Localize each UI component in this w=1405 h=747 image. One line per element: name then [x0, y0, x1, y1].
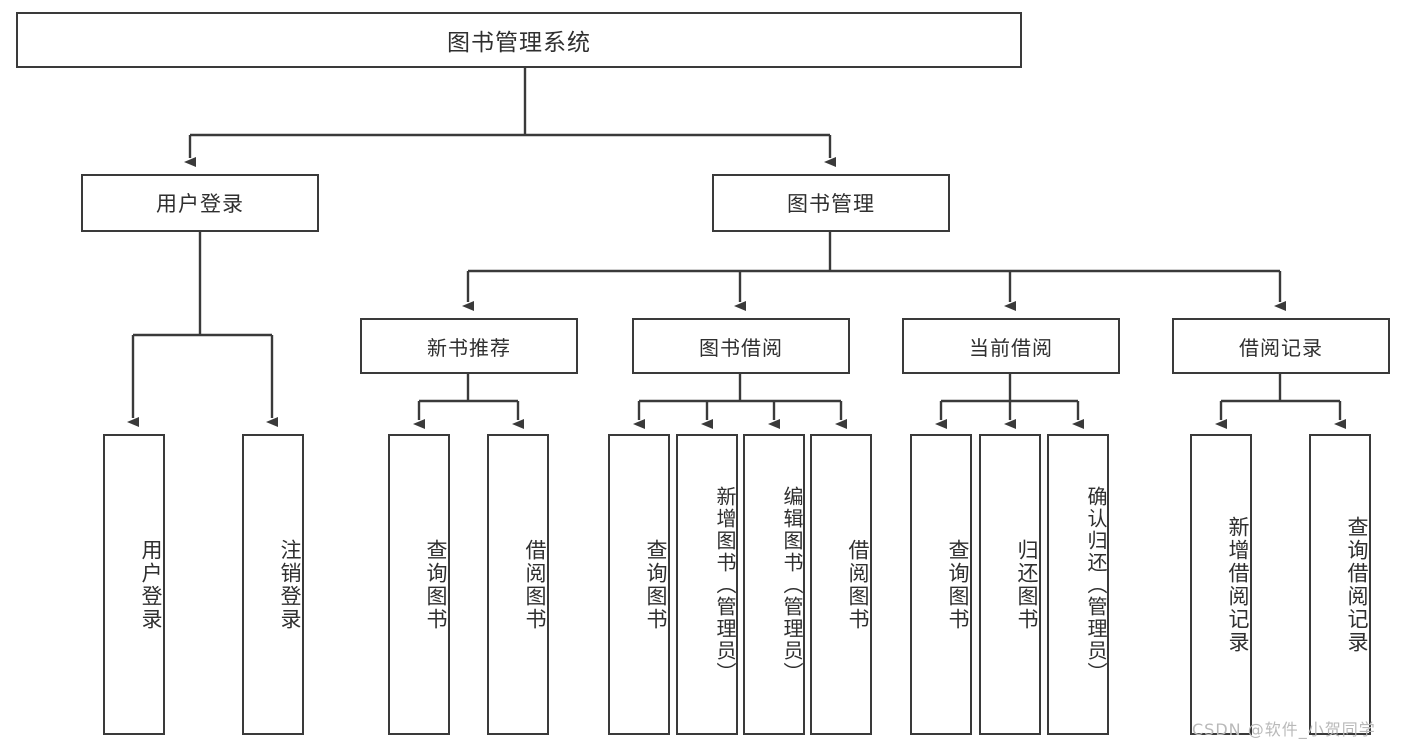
leaf-query-borrowing-record[interactable]: 查询借阅记录	[1309, 434, 1371, 735]
node-label: 图书管理系统	[447, 30, 591, 56]
node-label: 查询图书	[946, 538, 970, 631]
node-label: 借阅图书	[523, 538, 547, 631]
node-label: 查询图书	[644, 538, 668, 631]
node-label: 借阅记录	[1239, 335, 1323, 360]
leaf-borrow-book-recommend[interactable]: 借阅图书	[487, 434, 549, 735]
node-label: 确认归还（管理员）	[1084, 485, 1108, 684]
node-label: 借阅图书	[846, 538, 870, 631]
leaf-borrow-book-borrowing[interactable]: 借阅图书	[810, 434, 872, 735]
node-label: 新书推荐	[427, 335, 511, 360]
node-book-borrowing[interactable]: 图书借阅	[632, 318, 850, 374]
node-label: 查询借阅记录	[1345, 515, 1369, 654]
node-borrowing-records[interactable]: 借阅记录	[1172, 318, 1390, 374]
leaf-return-book[interactable]: 归还图书	[979, 434, 1041, 735]
node-label: 编辑图书（管理员）	[780, 485, 804, 684]
node-new-book-recommendation[interactable]: 新书推荐	[360, 318, 578, 374]
node-book-management[interactable]: 图书管理	[712, 174, 950, 232]
node-current-borrowing[interactable]: 当前借阅	[902, 318, 1120, 374]
node-label: 图书管理	[787, 192, 875, 216]
node-label: 归还图书	[1015, 538, 1039, 631]
node-root-book-management-system[interactable]: 图书管理系统	[16, 12, 1022, 68]
leaf-query-book-recommend[interactable]: 查询图书	[388, 434, 450, 735]
node-label: 用户登录	[139, 538, 163, 631]
node-label: 新增借阅记录	[1226, 515, 1250, 654]
leaf-edit-book-admin[interactable]: 编辑图书（管理员）	[743, 434, 805, 735]
leaf-query-book-current[interactable]: 查询图书	[910, 434, 972, 735]
leaf-query-book-borrowing[interactable]: 查询图书	[608, 434, 670, 735]
leaf-user-login[interactable]: 用户登录	[103, 434, 165, 735]
node-user-login[interactable]: 用户登录	[81, 174, 319, 232]
node-label: 当前借阅	[969, 335, 1053, 360]
leaf-confirm-return-admin[interactable]: 确认归还（管理员）	[1047, 434, 1109, 735]
node-label: 注销登录	[278, 538, 302, 631]
leaf-add-book-admin[interactable]: 新增图书（管理员）	[676, 434, 738, 735]
node-label: 图书借阅	[699, 335, 783, 360]
node-label: 新增图书（管理员）	[713, 485, 737, 684]
node-label: 查询图书	[424, 538, 448, 631]
csdn-watermark: CSDN @软件_小贺同学	[1192, 720, 1376, 739]
leaf-add-borrowing-record[interactable]: 新增借阅记录	[1190, 434, 1252, 735]
node-label: 用户登录	[156, 192, 244, 216]
leaf-user-logout[interactable]: 注销登录	[242, 434, 304, 735]
